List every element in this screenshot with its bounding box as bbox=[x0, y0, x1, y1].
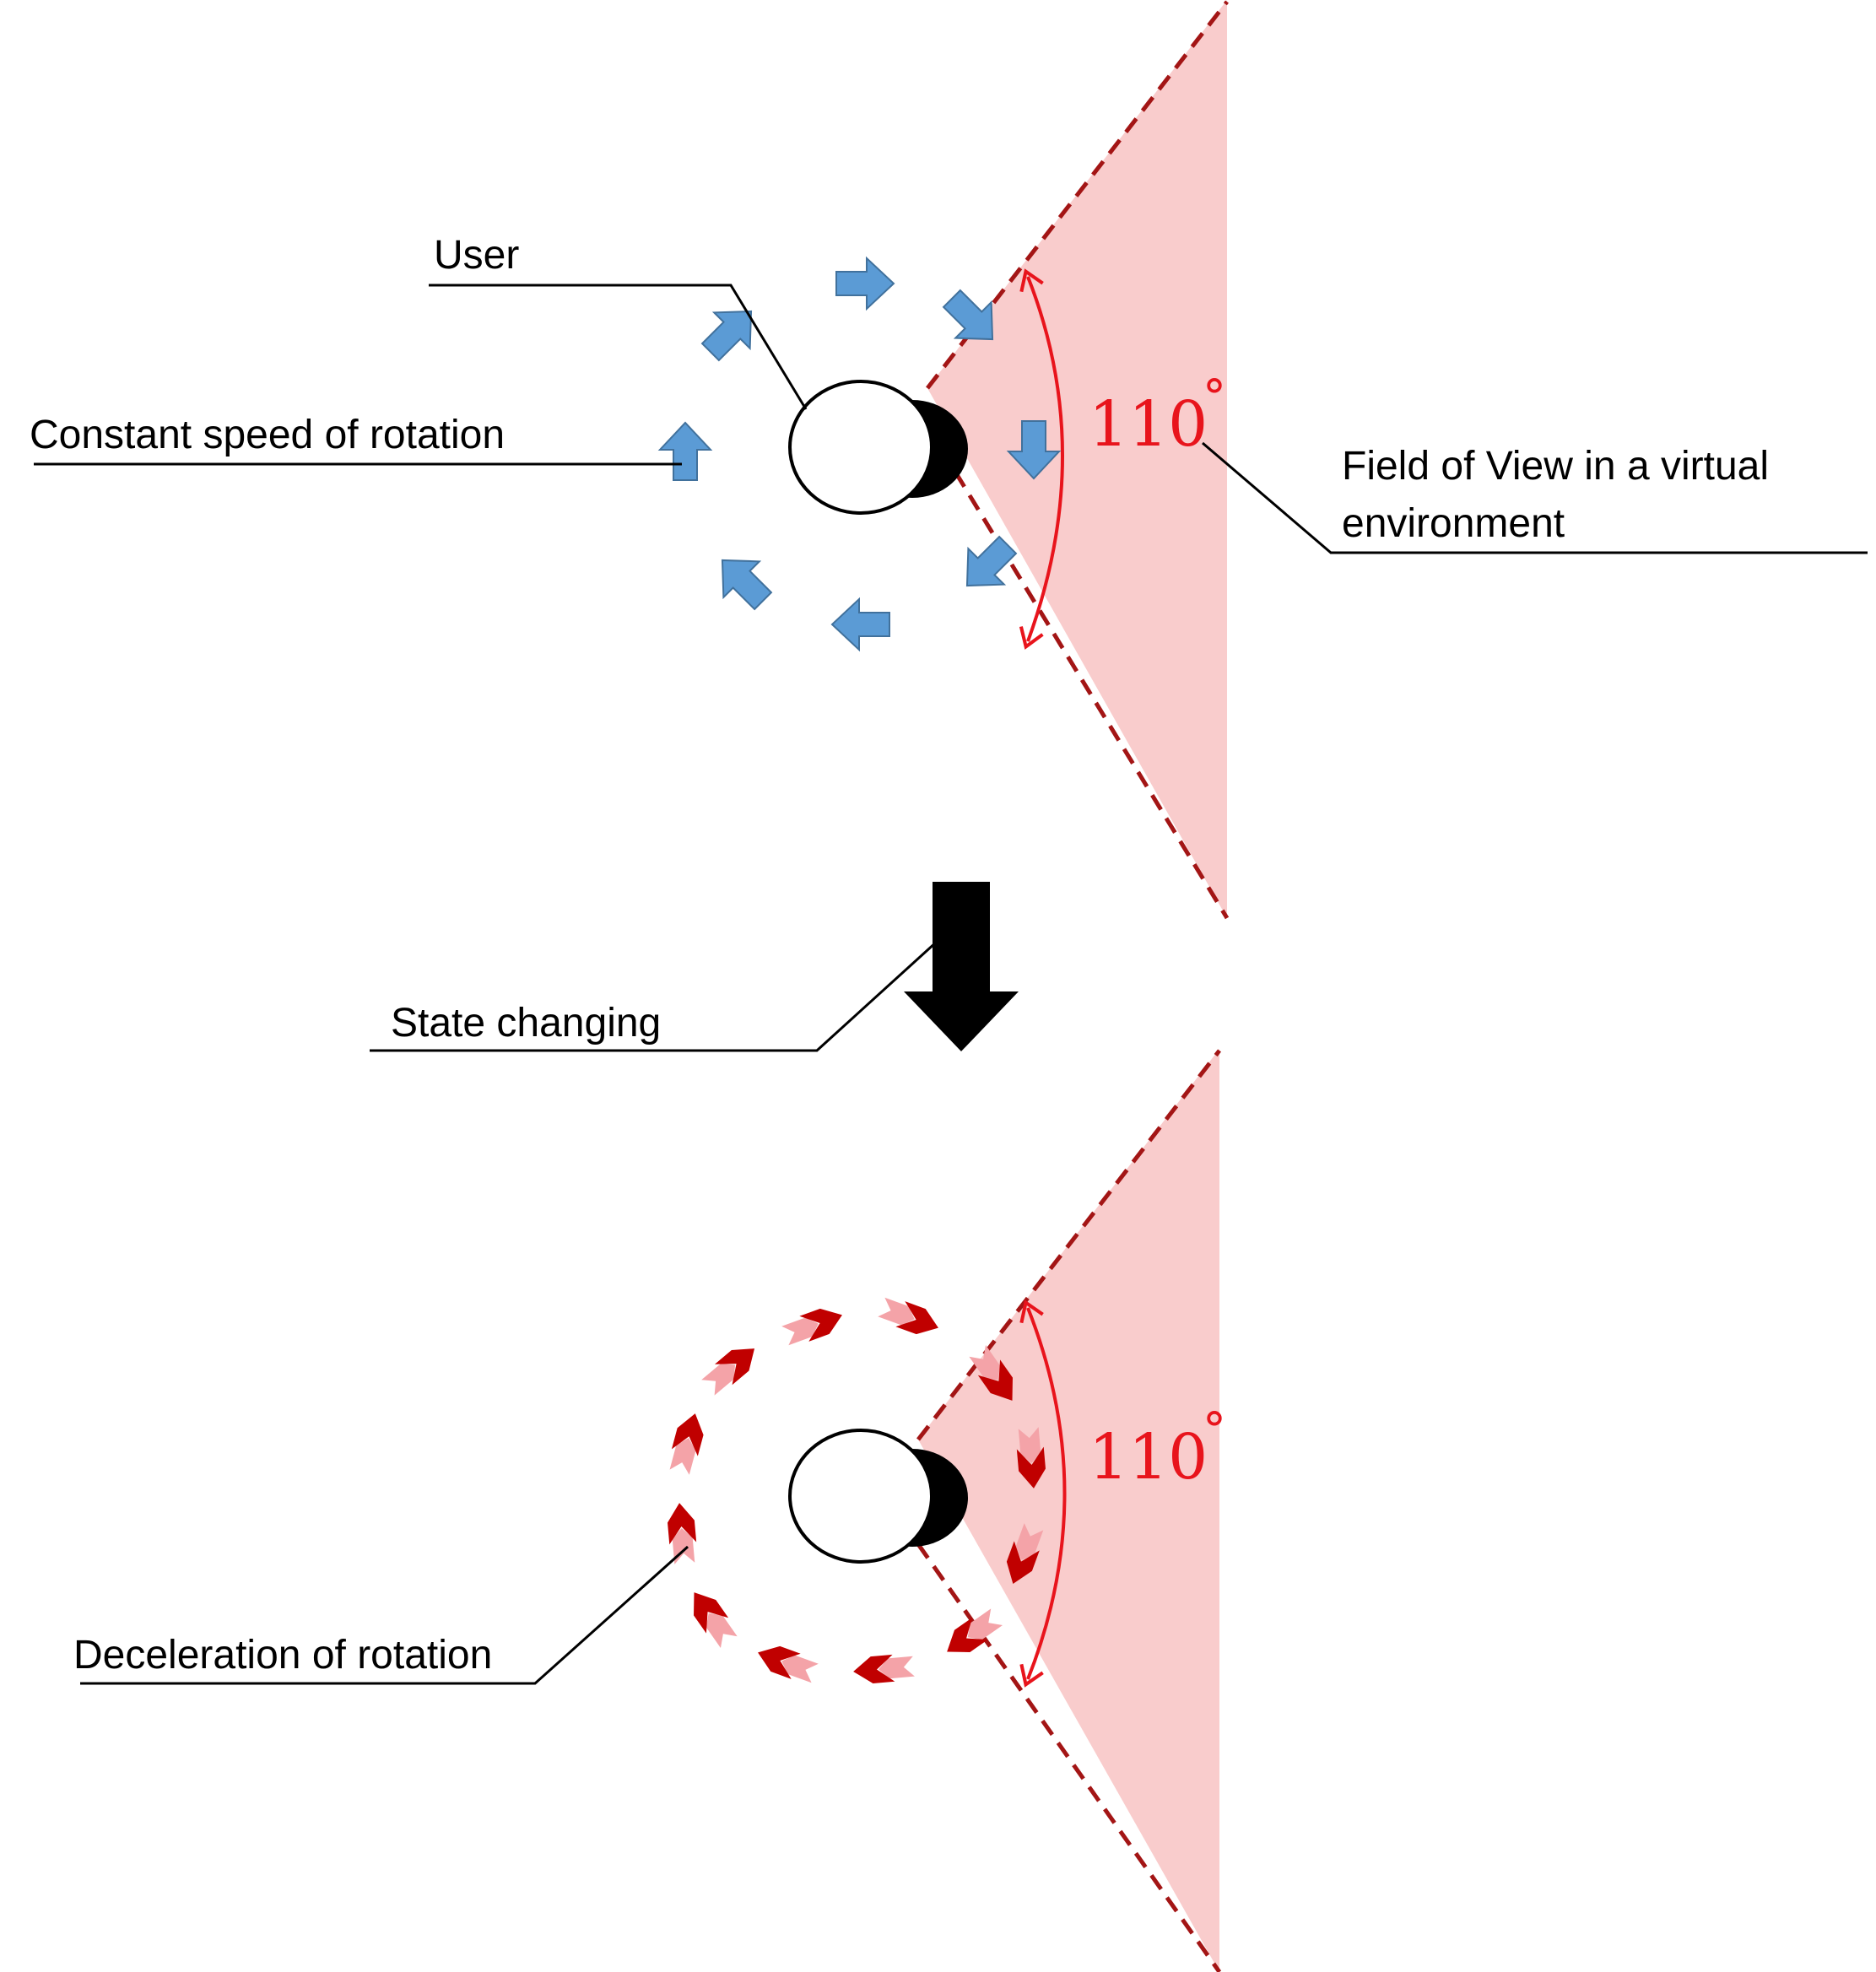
leader-fov bbox=[1202, 441, 1868, 554]
down-arrow-icon bbox=[904, 882, 1019, 1051]
state-change: State changing bbox=[370, 882, 1019, 1052]
chevron-arrow-icon bbox=[853, 1654, 915, 1683]
chevron-tail bbox=[701, 1363, 736, 1396]
block-arrow-icon bbox=[830, 597, 890, 652]
rotation-arrows bbox=[657, 256, 1062, 652]
chevron-tail bbox=[781, 1317, 819, 1346]
chevron-head bbox=[694, 1592, 729, 1634]
chevron-tail bbox=[1018, 1427, 1041, 1463]
chevron-tail bbox=[969, 1344, 1001, 1380]
block-arrow-icon bbox=[721, 559, 773, 611]
chevron-arrow-icon bbox=[694, 1592, 738, 1649]
fov-edge-upper-bottom bbox=[916, 1049, 1221, 1441]
label-constant-speed: Constant speed of rotation bbox=[30, 413, 505, 457]
leader-state-changing bbox=[370, 940, 938, 1052]
chevron-arrow-icon bbox=[701, 1348, 755, 1396]
chevron-arrow-icon bbox=[758, 1645, 819, 1683]
block-arrow-icon bbox=[835, 256, 895, 311]
fov-angle-value-top: 110 bbox=[1089, 388, 1208, 461]
fov-cone-bottom bbox=[918, 1049, 1219, 1972]
chevron-tail bbox=[1015, 1523, 1044, 1560]
chevron-arrow-icon bbox=[969, 1344, 1013, 1401]
chevron-tail bbox=[669, 1438, 696, 1475]
label-state-changing: State changing bbox=[391, 1001, 661, 1045]
fov-angle-arc-bottom bbox=[1019, 1299, 1067, 1688]
chevron-head bbox=[671, 1413, 704, 1456]
chevron-arrow-icon bbox=[878, 1297, 938, 1335]
block-arrow-icon bbox=[700, 310, 753, 362]
block-arrow-icon bbox=[965, 535, 1018, 587]
leader-deceleration bbox=[80, 1545, 689, 1685]
chevron-head bbox=[853, 1654, 895, 1683]
user-head-top bbox=[788, 380, 933, 515]
chevron-tail bbox=[878, 1297, 915, 1326]
chevron-arrow-icon bbox=[781, 1308, 842, 1346]
label-user: User bbox=[434, 233, 519, 278]
fov-degree-mark-top: ° bbox=[1203, 370, 1226, 425]
fov-edge-lower-bottom bbox=[916, 1542, 1222, 1972]
fov-edge-lower-top bbox=[925, 424, 1230, 920]
chevron-head bbox=[799, 1308, 842, 1342]
top-panel: 110 ° User Constant speed of rotation Fi… bbox=[30, 0, 1868, 920]
label-fov-line1: Field of View in a virtual bbox=[1342, 444, 1769, 489]
label-fov-line2: environment bbox=[1342, 501, 1565, 546]
chevron-tail bbox=[879, 1656, 915, 1679]
block-arrow-icon bbox=[657, 421, 713, 481]
chevron-head bbox=[895, 1301, 938, 1335]
chevron-arrow-icon bbox=[1006, 1523, 1044, 1584]
chevron-head bbox=[1006, 1541, 1040, 1584]
block-arrow-icon bbox=[942, 289, 994, 341]
chevron-head bbox=[977, 1359, 1013, 1401]
chevron-arrow-icon bbox=[947, 1608, 1003, 1652]
chevron-arrow-icon bbox=[1016, 1427, 1046, 1488]
chevron-tail bbox=[967, 1608, 1003, 1640]
chevron-head bbox=[714, 1348, 755, 1386]
chevron-head bbox=[668, 1503, 697, 1545]
fov-degree-mark-bottom: ° bbox=[1203, 1403, 1226, 1458]
user-head-bottom bbox=[788, 1429, 933, 1564]
chevron-head bbox=[947, 1617, 988, 1652]
chevron-head bbox=[758, 1645, 801, 1679]
chevron-head bbox=[1016, 1446, 1046, 1488]
leader-user bbox=[429, 284, 808, 410]
deceleration-arrows bbox=[668, 1297, 1046, 1683]
fov-angle-arc-top bbox=[1019, 268, 1064, 650]
chevron-arrow-icon bbox=[669, 1413, 704, 1475]
bottom-panel: 110 ° Deceleration of rotation bbox=[73, 1049, 1226, 1972]
chevron-tail bbox=[781, 1655, 819, 1683]
fov-angle-value-bottom: 110 bbox=[1089, 1421, 1208, 1494]
label-deceleration: Deceleration of rotation bbox=[73, 1633, 492, 1678]
chevron-arrow-icon bbox=[668, 1503, 697, 1564]
chevron-tail bbox=[706, 1613, 738, 1649]
fov-cone-top bbox=[927, 0, 1227, 918]
block-arrow-icon bbox=[1006, 420, 1062, 480]
